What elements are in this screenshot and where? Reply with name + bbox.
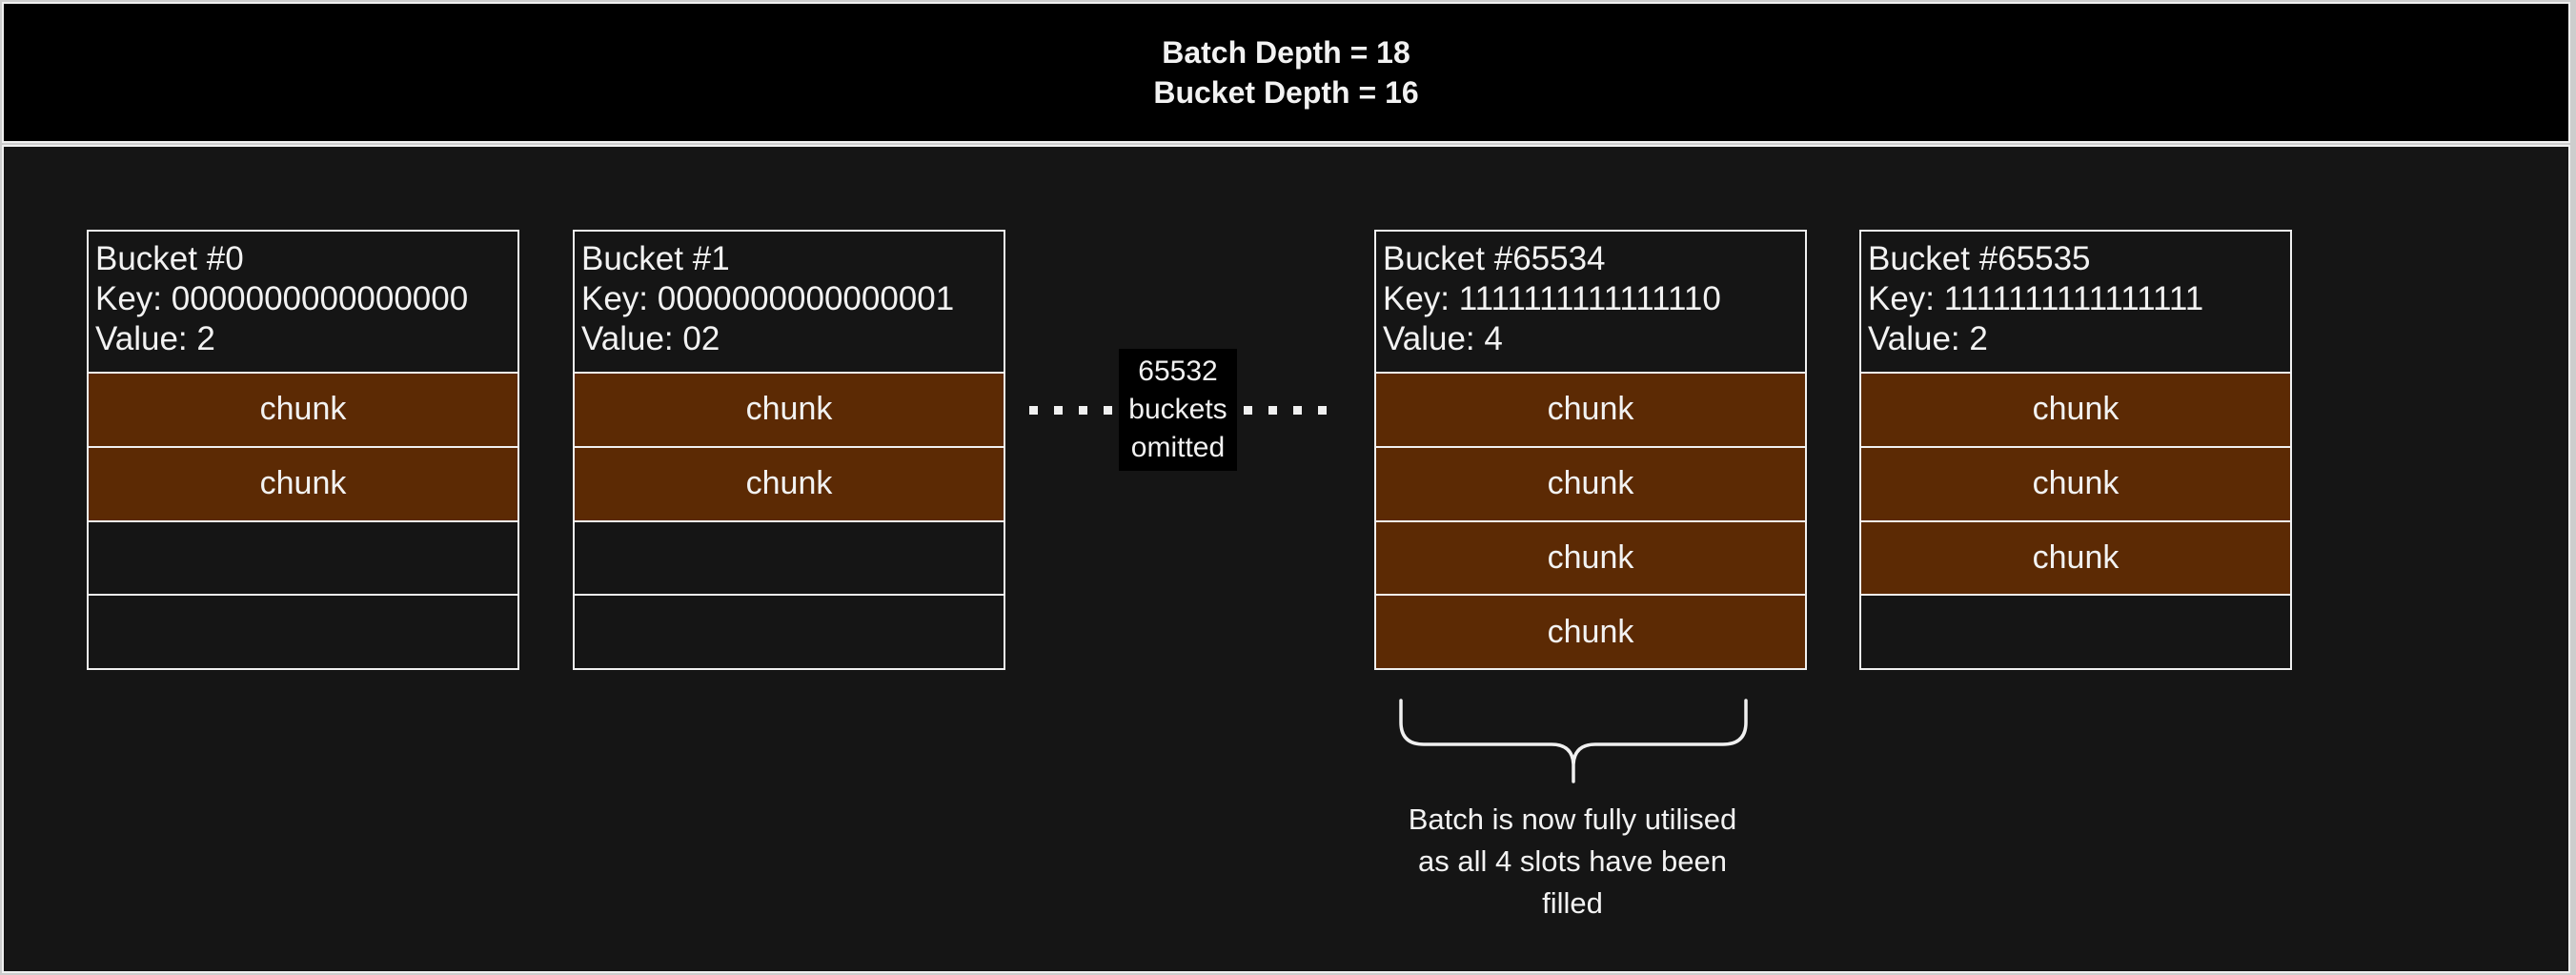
empty-slot [1861,594,2290,668]
dot [1268,405,1277,415]
batch-depth-label: Batch Depth = 18 [1162,35,1410,70]
chunk-label: chunk [745,465,833,502]
bucket-title: Bucket #1 [581,240,730,277]
bucket-value: Value: 02 [581,320,720,357]
dot [1079,405,1087,415]
bucket-title: Bucket #65535 [1868,240,2091,277]
omitted-buckets-note: 65532 buckets omitted [1119,349,1237,471]
bucket-value: Value: 4 [1383,320,1503,357]
chunk-slot: chunk [89,445,517,520]
bucket-65535-card: Bucket #65535 Key: 1111111111111111 Valu… [1859,230,2292,670]
annotation-line-1: Batch is now fully utilised [1408,802,1737,836]
dot [1292,405,1302,415]
dot [1029,405,1038,415]
chunk-label: chunk [1547,465,1634,502]
chunk-label: chunk [1547,613,1634,650]
empty-slot [89,594,517,668]
dots-left [1029,405,1112,415]
bucket-value: Value: 2 [95,320,215,357]
chunk-label: chunk [2032,391,2120,428]
chunk-label: chunk [745,391,833,428]
dot [1317,405,1327,415]
dot [1104,405,1112,415]
title-bar: Batch Depth = 18 Bucket Depth = 16 [2,2,2570,143]
empty-slot [89,519,517,595]
chunk-slot: chunk [1376,594,1805,668]
chunk-slot: chunk [575,372,1004,446]
bucket-key: Key: 0000000000000001 [581,280,955,317]
batch-full-annotation: Batch is now fully utilised as all 4 slo… [1325,799,1820,924]
chunk-label: chunk [2032,538,2120,576]
empty-slot [575,519,1004,595]
bucket-0-card: Bucket #0 Key: 0000000000000000 Value: 2… [87,230,519,670]
bucket-0-header: Bucket #0 Key: 0000000000000000 Value: 2 [89,232,517,372]
dot [1054,405,1063,415]
bucket-title: Bucket #0 [95,240,244,277]
omitted-word-omitted: omitted [1130,432,1226,463]
empty-slot [575,594,1004,668]
bucket-1-card: Bucket #1 Key: 0000000000000001 Value: 0… [573,230,1005,670]
chunk-label: chunk [1547,391,1634,428]
bucket-65534-card: Bucket #65534 Key: 1111111111111110 Valu… [1374,230,1807,670]
bucket-1-header: Bucket #1 Key: 0000000000000001 Value: 0… [575,232,1004,372]
chunk-slot: chunk [1376,445,1805,520]
chunk-slot: chunk [575,445,1004,520]
bucket-key: Key: 0000000000000000 [95,280,469,317]
annotation-line-2: as all 4 slots have been [1418,844,1727,878]
chunk-slot: chunk [1861,519,2290,595]
bucket-value: Value: 2 [1868,320,1988,357]
chunk-label: chunk [259,465,347,502]
bucket-key: Key: 1111111111111111 [1868,280,2204,317]
chunk-label: chunk [259,391,347,428]
bucket-depth-label: Bucket Depth = 16 [1153,75,1419,110]
omitted-word-buckets: buckets [1128,394,1227,425]
chunk-label: chunk [2032,465,2120,502]
chunk-slot: chunk [1376,372,1805,446]
bucket-title: Bucket #65534 [1383,240,1606,277]
omitted-buckets-divider: 65532 buckets omitted [1029,349,1327,471]
bucket-key: Key: 1111111111111110 [1383,280,1721,317]
bucket-65535-header: Bucket #65535 Key: 1111111111111111 Valu… [1861,232,2290,372]
chunk-slot: chunk [1861,445,2290,520]
dot [1243,405,1252,415]
bucket-65534-header: Bucket #65534 Key: 1111111111111110 Valu… [1376,232,1805,372]
omitted-count: 65532 [1138,355,1218,387]
chunk-label: chunk [1547,538,1634,576]
annotation-line-3: filled [1542,886,1603,920]
dots-right [1243,405,1327,415]
chunk-slot: chunk [1861,372,2290,446]
chunk-slot: chunk [1376,519,1805,595]
chunk-slot: chunk [89,372,517,446]
